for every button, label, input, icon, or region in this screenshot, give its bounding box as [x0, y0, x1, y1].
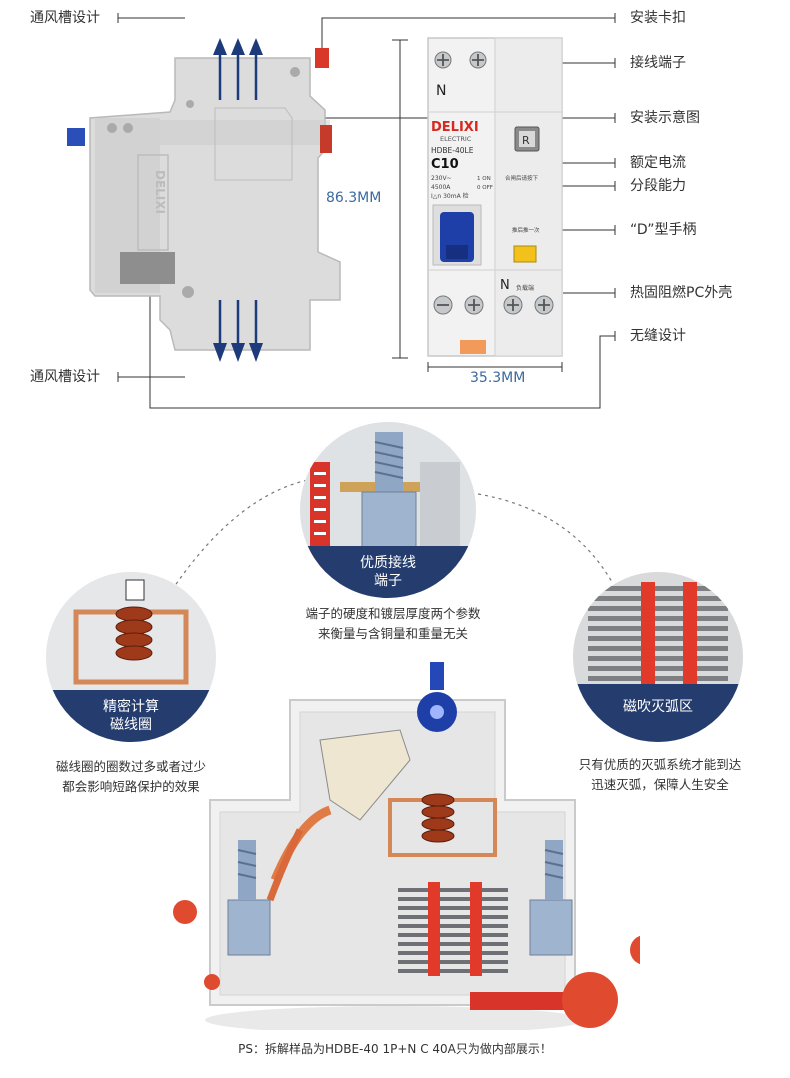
feature-terminal-circle: 优质接线 端子: [300, 422, 476, 598]
label-vent-bottom: 通风槽设计: [30, 369, 100, 385]
breaker-front-view: N DELIXI ELECTRIC HDBE-40LE C10 230V~ 45…: [427, 37, 563, 357]
dashed-arc: [171, 477, 613, 591]
feature-coil-caption-1: 磁线圈的圈数过多或者过少: [55, 759, 206, 774]
label-install-diagram: 安装示意图: [630, 110, 700, 126]
feature-arc-caption-2: 迅速灭弧，保障人生安全: [591, 777, 729, 792]
feature-arc-caption-1: 只有优质的灭弧系统才能到达: [578, 757, 742, 772]
handle-note: 推后推一次: [512, 226, 540, 234]
spec-line-1: 230V~: [431, 175, 452, 182]
feature-terminal-caption: 端子的硬度和镀层厚度两个参数 来衡量与含铜量和重量无关: [288, 604, 498, 644]
feature-coil-title-1: 精密计算: [103, 699, 159, 715]
off-label: 0 OFF: [477, 185, 493, 191]
feature-arc-circle: 磁吹灭弧区: [573, 572, 743, 742]
test-note: 合闸后请按下: [505, 174, 539, 182]
feature-terminal-caption-1: 端子的硬度和镀层厚度两个参数: [305, 606, 481, 621]
n-mark-top: N: [436, 83, 446, 99]
label-breaking-capacity: 分段能力: [630, 178, 686, 194]
footnote: PS：拆解样品为HDBE-40 1P+N C 40A只为做内部展示！: [238, 1042, 552, 1056]
dimension-width: 35.3MM: [470, 370, 526, 386]
disassembled-breaker: [173, 662, 640, 1030]
feature-coil-caption: 磁线圈的圈数过多或者过少 都会影响短路保护的效果: [26, 757, 236, 797]
label-vent-top: 通风槽设计: [30, 10, 100, 26]
yellow-indicator: [513, 245, 537, 263]
on-label: 1 ON: [477, 176, 491, 182]
feature-coil-circle: 精密计算 磁线圈: [46, 572, 216, 742]
feature-arc-badge: 磁吹灭弧区: [573, 684, 743, 742]
feature-arc-title: 磁吹灭弧区: [623, 699, 693, 715]
breaker-side-view: DELIXI: [67, 38, 341, 362]
feature-terminal-title-2: 端子: [374, 573, 402, 589]
feature-terminal-badge: 优质接线 端子: [300, 546, 476, 598]
label-rated-current: 额定电流: [630, 155, 686, 171]
feature-coil-title-2: 磁线圈: [110, 717, 152, 733]
label-mount-clip: 安装卡扣: [630, 10, 686, 26]
feature-coil-badge: 精密计算 磁线圈: [46, 690, 216, 742]
model-text: HDBE-40LE: [431, 146, 474, 155]
feature-arc-caption: 只有优质的灭弧系统才能到达 迅速灭弧，保障人生安全: [555, 755, 765, 795]
n-mark-bottom: N: [500, 278, 510, 293]
rating-text: C10: [431, 157, 459, 172]
label-terminal: 接线端子: [630, 55, 686, 71]
label-seamless: 无缝设计: [630, 328, 686, 344]
load-label: 负载端: [516, 284, 534, 292]
dimension-height: 86.3MM: [326, 190, 382, 206]
brand-logo: DELIXI: [431, 120, 479, 135]
feature-coil-caption-2: 都会影响短路保护的效果: [62, 779, 200, 794]
feature-terminal-caption-2: 来衡量与含铜量和重量无关: [317, 626, 468, 641]
spec-line-3: I△n 30mA 检: [431, 192, 469, 200]
feature-terminal-title-1: 优质接线: [360, 555, 416, 571]
label-pc-shell: 热固阻燃PC外壳: [630, 285, 733, 301]
brand-sub: ELECTRIC: [440, 135, 472, 143]
spec-line-2: 4500A: [431, 184, 451, 191]
test-button-label: R: [522, 134, 530, 147]
side-brand: DELIXI: [153, 170, 167, 214]
label-d-handle: “D”型手柄: [630, 222, 697, 238]
